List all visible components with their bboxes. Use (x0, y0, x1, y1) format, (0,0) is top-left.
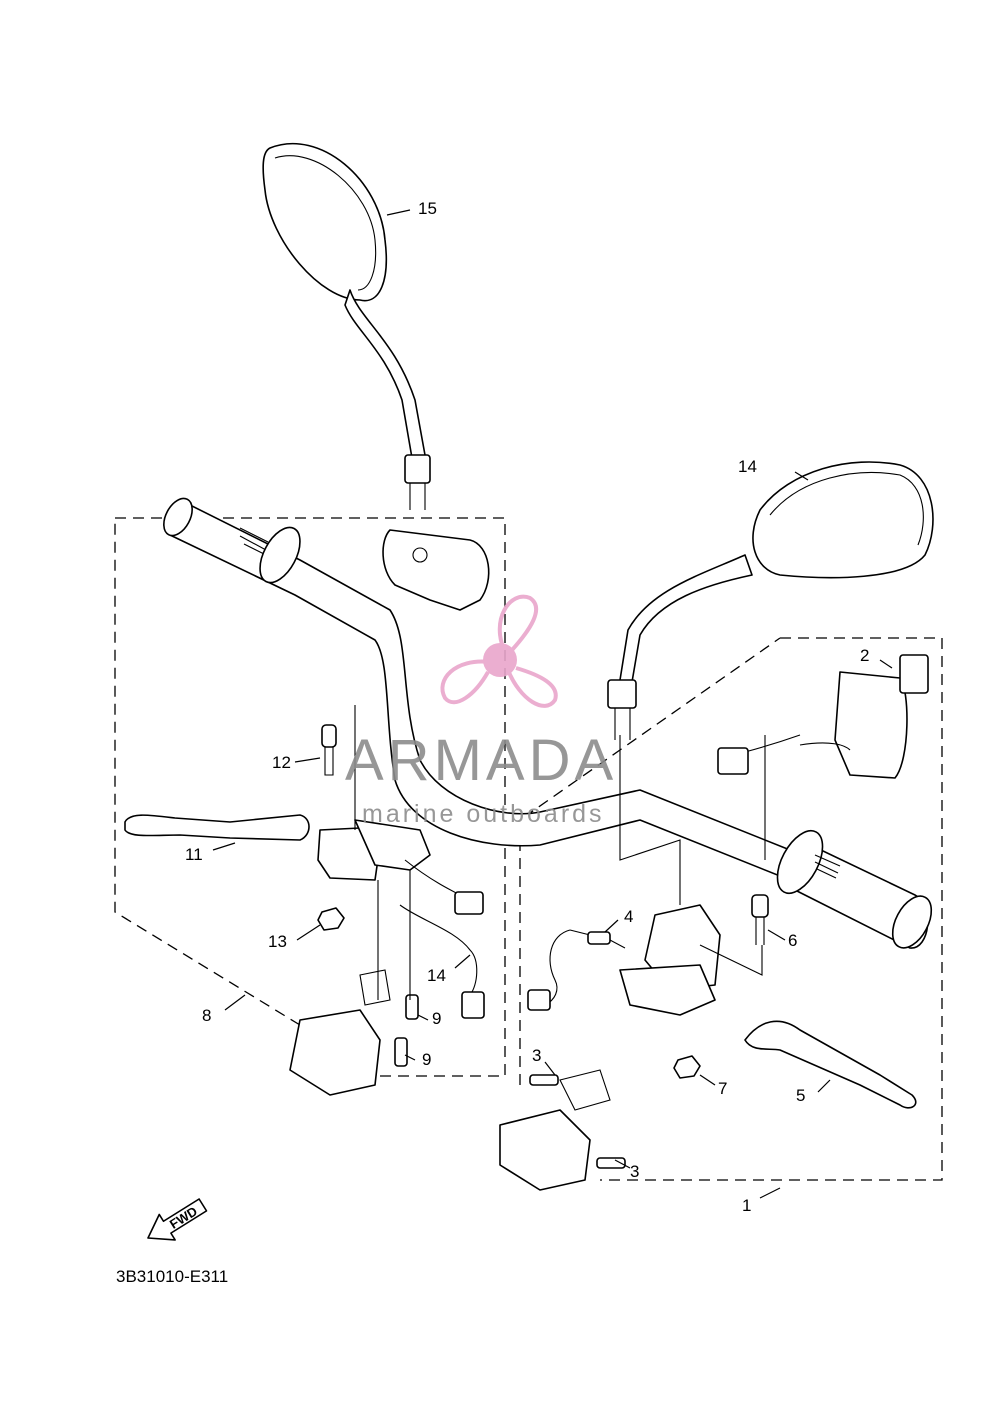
callout-1: 1 (742, 1196, 751, 1215)
watermark-subtitle: marine outboards (362, 800, 605, 828)
watermark-title: ARMADA (345, 728, 617, 793)
mirror-right (607, 461, 934, 740)
drawing-code: 3B31010-E311 (116, 1267, 228, 1286)
callout-12: 13 (268, 932, 287, 951)
armada-watermark: ARMADA marine outboards (345, 594, 617, 828)
callout-9-lower: 9 (422, 1050, 431, 1069)
left-lever-assembly (124, 705, 485, 1096)
forward-direction-arrow: FWD (147, 1198, 208, 1241)
callout-14: 14 (738, 457, 757, 476)
assembly-8-boundary (114, 517, 506, 1077)
callout-3-upper: 3 (532, 1046, 541, 1065)
callout-7: 7 (718, 1079, 727, 1098)
callout-8: 8 (202, 1006, 211, 1025)
callout-9-upper: 9 (432, 1009, 441, 1028)
mirror-left (262, 142, 490, 611)
callout-15: 15 (418, 199, 437, 218)
callout-6: 6 (788, 931, 797, 950)
callout-2: 2 (860, 646, 869, 665)
right-lever-assembly (499, 654, 929, 1191)
callout-5: 5 (796, 1086, 805, 1105)
callout-3-lower: 3 (630, 1162, 639, 1181)
callout-labels: 15 14 2 12 11 13 14 8 9 9 4 6 7 5 3 3 1 (185, 199, 869, 1215)
callout-10: 11 (185, 845, 203, 864)
handlebar (163, 497, 933, 949)
propeller-icon (440, 594, 558, 708)
callout-leaders (212, 209, 893, 1199)
callout-11: 12 (272, 753, 291, 772)
callout-13: 14 (427, 966, 446, 985)
assembly-1-boundary (519, 637, 943, 1181)
callout-4: 4 (624, 907, 633, 926)
